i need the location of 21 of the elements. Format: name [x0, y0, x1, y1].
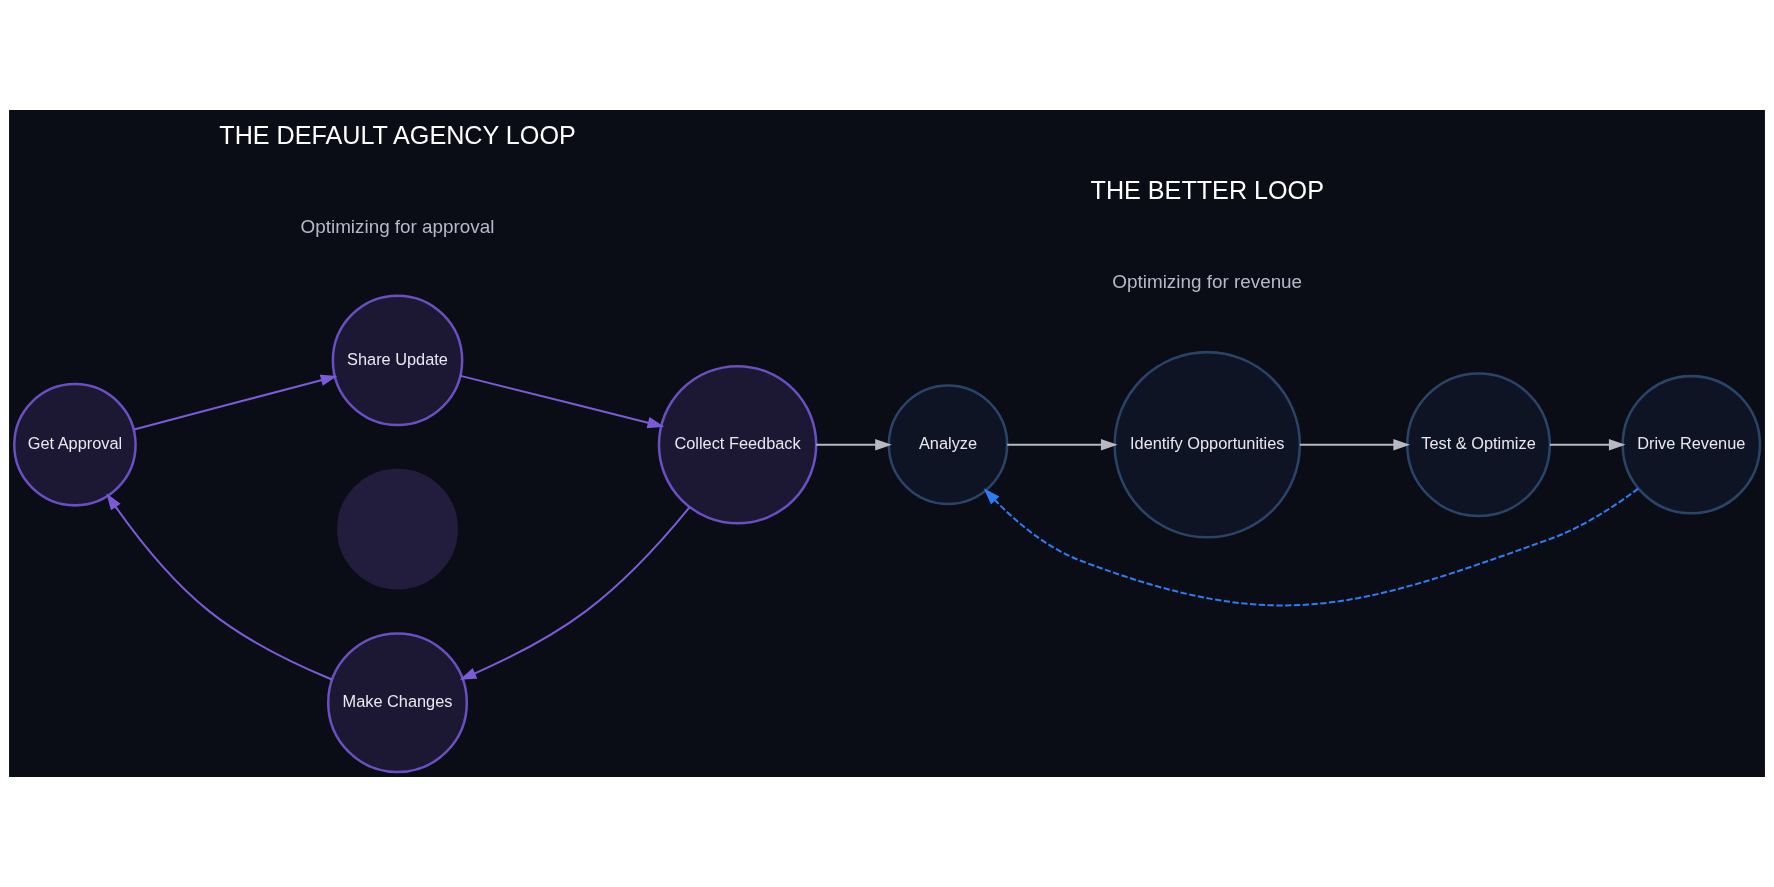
node-circle: Make Changes: [326, 632, 469, 774]
node-circle: Collect Feedback: [657, 364, 818, 525]
node-circle: Test & Optimize: [1406, 372, 1552, 518]
label: Optimizing for revenue: [1112, 271, 1303, 293]
arrow: [459, 506, 691, 680]
node-circle: Drive Revenue: [1621, 374, 1762, 515]
label: THE DEFAULT AGENCY LOOP: [219, 120, 576, 149]
node-circle: Share Update: [331, 294, 464, 427]
arrow: [106, 493, 333, 681]
arrow: [1007, 438, 1118, 451]
arrow: [1549, 438, 1626, 451]
arrow: [460, 374, 665, 429]
node-circle: Identify Opportunities: [1113, 350, 1302, 539]
arrow: [816, 438, 892, 451]
arrow: [983, 487, 1639, 607]
label: THE BETTER LOOP: [1090, 176, 1324, 205]
arrow: [133, 374, 338, 431]
node-circle: Get Approval: [13, 382, 137, 507]
label: Optimizing for approval: [300, 215, 495, 237]
arrow: [1299, 438, 1410, 451]
node-circle: [337, 468, 458, 590]
